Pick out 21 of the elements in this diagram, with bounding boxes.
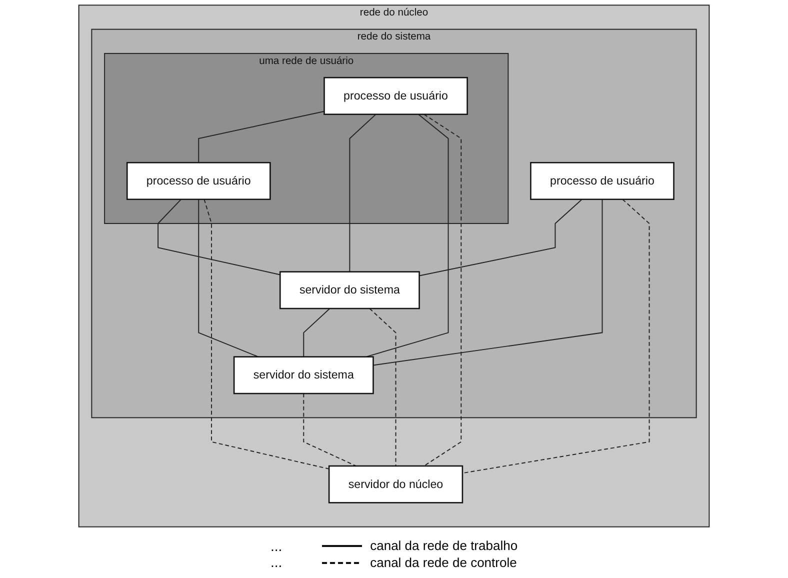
- ellipsis-note: ...: [270, 554, 282, 570]
- connector: [198, 110, 325, 164]
- node-box: processo de usuário: [126, 162, 271, 200]
- connector: [418, 198, 582, 276]
- ellipsis-note: ...: [270, 538, 282, 554]
- connector: [349, 114, 376, 272]
- connector: [462, 198, 650, 474]
- connector: [303, 308, 330, 358]
- node-box: servidor do sistema: [233, 356, 374, 394]
- connector: [303, 393, 356, 466]
- connector: [204, 198, 330, 470]
- connector: [158, 198, 281, 276]
- connector: [424, 114, 462, 466]
- connector: [198, 198, 259, 358]
- node-box: processo de usuário: [324, 76, 468, 115]
- node-box: processo de usuário: [530, 162, 674, 200]
- node-box: servidor do sistema: [279, 271, 420, 310]
- connector: [372, 198, 603, 366]
- legend-text: canal da rede de controle: [370, 555, 517, 570]
- node-box: servidor do núcleo: [328, 465, 464, 504]
- legend-text: canal da rede de trabalho: [370, 538, 518, 553]
